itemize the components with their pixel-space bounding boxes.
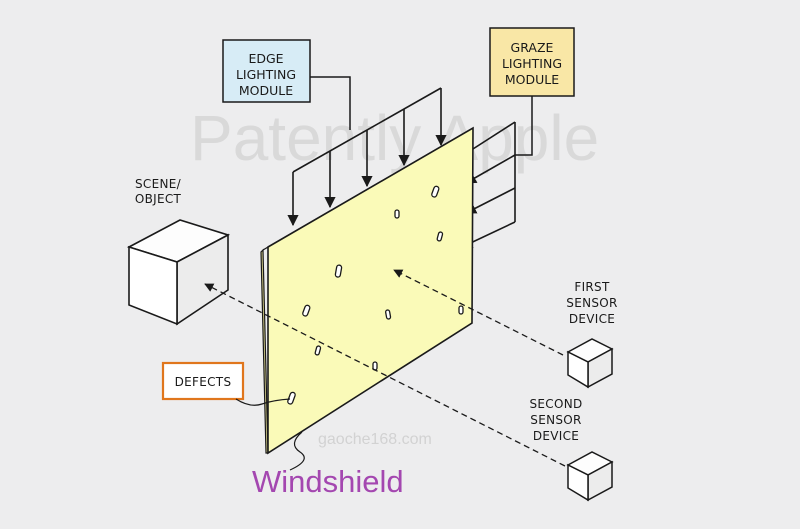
first-sensor-line2: SENSOR — [566, 296, 617, 310]
defect — [302, 304, 311, 317]
graze-label-line3: MODULE — [505, 72, 559, 87]
second-sensor-line2: SENSOR — [530, 413, 581, 427]
windshield-title: Windshield — [252, 464, 404, 499]
defects-leader-line — [235, 398, 291, 406]
first-sensor-line3: DEVICE — [569, 312, 615, 326]
defects-label: DEFECTS — [175, 375, 232, 389]
scene-label-line1: SCENE/ — [135, 177, 182, 191]
scene-object-cube — [126, 219, 231, 326]
edge-light-rays — [287, 87, 447, 227]
graze-lighting-module: GRAZE LIGHTING MODULE — [489, 27, 575, 97]
second-sensor-cube — [566, 451, 614, 502]
defect — [314, 345, 322, 356]
edge-label-line3: MODULE — [239, 83, 293, 98]
windshield-leader-line — [289, 431, 305, 471]
scene-label-line2: OBJECT — [135, 192, 182, 206]
defect — [394, 209, 400, 219]
edge-connector — [310, 76, 351, 130]
edge-label-line1: EDGE — [248, 51, 283, 66]
second-sensor-line3: DEVICE — [533, 429, 579, 443]
defects-callout: DEFECTS — [161, 361, 245, 401]
first-sensor-cube — [566, 338, 614, 389]
watermark-text: Patently Apple — [190, 102, 599, 174]
graze-label-line2: LIGHTING — [502, 56, 562, 71]
defect — [458, 305, 464, 315]
defect-marks — [287, 185, 464, 405]
second-sensor-line1: SECOND — [529, 397, 582, 411]
defect — [287, 391, 296, 405]
defect — [431, 185, 440, 198]
defect — [385, 309, 392, 320]
watermark-small: gaoche168.com — [318, 431, 432, 448]
defect — [436, 231, 444, 242]
graze-label-line1: GRAZE — [511, 40, 554, 55]
edge-lighting-module: EDGE LIGHTING MODULE — [222, 39, 311, 103]
first-sensor-line1: FIRST — [574, 280, 610, 294]
edge-label-line2: LIGHTING — [236, 67, 296, 82]
sight-line-second-sensor — [204, 283, 566, 467]
sight-line-first-sensor — [393, 269, 564, 356]
defect — [334, 264, 343, 278]
graze-connector — [515, 96, 533, 156]
